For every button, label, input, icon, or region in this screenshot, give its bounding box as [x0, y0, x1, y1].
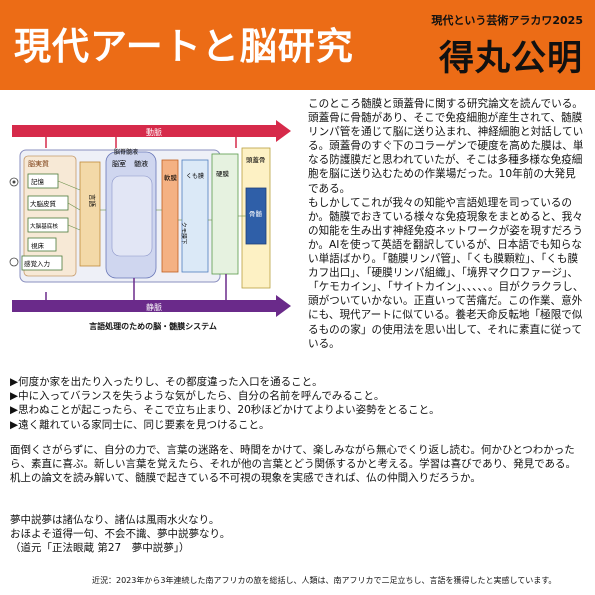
footer-note: 近況：2023年から3年連続した南アフリカの旅を総括し、人類は、南アフリカで二足… [92, 576, 557, 585]
zone-marrow: 骨髄 [249, 209, 263, 218]
intro-paragraph: 頭蓋骨に骨髄があり、そこで免疫細胞が産生されて、髄膜リンパ管を通じて脳に送り込ま… [308, 112, 584, 195]
zone-arachnoid: くも膜 [186, 172, 204, 180]
zone-subarachnoid-space: クモ膜下 [180, 222, 188, 245]
brain-meninges-diagram: 動脈 脳実質 記憶 大脳皮質 大脳基底核 視床 感覚入力 言語 脳室 髄液 脳脊… [6, 120, 302, 320]
list-item: ▶中に入ってバランスを失うような気がしたら、自分の名前を呼んでみること。 [10, 390, 385, 403]
lang-column [79, 161, 101, 267]
arachnoid-layer [181, 159, 209, 273]
quote-line: 夢中説夢は諸仏なり、諸仏は風雨水火なり。 [10, 514, 220, 526]
eye-icon [9, 177, 19, 187]
series-name: 現代という芸術アラカワ2025 [431, 14, 583, 27]
dogen-quote: 夢中説夢は諸仏なり、諸仏は風雨水火なり。 おほよそ道得一句、不会不識、夢中説夢な… [10, 513, 590, 556]
pia-layer [161, 159, 179, 273]
list-item: ▶遠く離れている家同士に、同じ要素を見つけること。 [10, 418, 270, 431]
intro-paragraph: もしかしてこれが我々の知能や言語処理を司っているのか。髄膜でおきている様々な免疫… [308, 196, 584, 350]
label-thal: 視床 [31, 241, 45, 250]
body-text: 面倒くさがらずに、自分の力で、言葉の迷路を、時間をかけて、楽しみながら無心でくり… [10, 443, 590, 486]
label-cortex: 大脳皮質 [30, 199, 57, 208]
instruction-list: ▶何度か家を出たり入ったりし、その都度違った入口を通ること。 ▶中に入ってバラン… [10, 375, 590, 432]
zone-brain: 脳実質 [28, 159, 49, 168]
artery-label: 動脈 [146, 127, 162, 137]
quote-line: おほよそ道得一句、不会不識、夢中説夢なり。 [10, 528, 231, 541]
dura-layer [211, 153, 239, 275]
header-banner: 現代アートと脳研究 現代という芸術アラカワ2025 得丸公明 [0, 0, 595, 90]
zone-ventricle: 髄液 [134, 159, 148, 168]
body-paragraph: 面倒くさがらずに、自分の力で、言葉の迷路を、時間をかけて、楽しみながら無心でくり… [10, 444, 577, 471]
zone-subarachnoid: 脳室 [112, 159, 126, 168]
label-lang: 言語 [88, 194, 97, 208]
label-bg: 大脳基底核 [30, 222, 58, 230]
label-sensory: 感覚入力 [24, 259, 50, 268]
vein-arrow: 静脈 [12, 295, 291, 317]
artery-arrow: 動脈 [12, 120, 291, 142]
quote-citation: （道元「正法眼蔵 第27 夢中説夢」） [10, 542, 190, 555]
sensory-box [21, 255, 63, 271]
article-title: 現代アートと脳研究 [14, 25, 354, 68]
label-memory: 記憶 [31, 177, 45, 186]
zone-pia: 軟膜 [164, 173, 178, 182]
list-item: ▶思わぬことが起こったら、そこで立ち止まり、20秒ほどかけてよりよい姿勢をとるこ… [10, 404, 440, 417]
thal-box [27, 237, 57, 252]
zone-skull: 頭蓋骨 [246, 155, 266, 164]
ear-icon [9, 257, 19, 267]
vein-label: 静脈 [146, 302, 162, 312]
body-paragraph: 机上の論文を読み解いて、髄膜で起きている不可視の現象を実感できれば、仏の仲間入り… [10, 472, 481, 485]
zone-dura: 硬膜 [216, 169, 230, 178]
diagram-svg: 動脈 脳実質 記憶 大脳皮質 大脳基底核 視床 感覚入力 言語 脳室 髄液 脳脊… [9, 120, 291, 317]
zone-csf: 脳脊髄液 [114, 148, 138, 156]
diagram-caption: 言語処理のための脳・髄膜システム [89, 322, 217, 331]
list-item: ▶何度か家を出たり入ったりし、その都度違った入口を通ること。 [10, 376, 323, 388]
author-name: 得丸公明 [438, 39, 583, 79]
intro-paragraph: このところ髄膜と頭蓋骨に関する研究論文を読んでいる。 [308, 98, 583, 110]
intro-text: このところ髄膜と頭蓋骨に関する研究論文を読んでいる。 頭蓋骨に骨髄があり、そこで… [308, 97, 586, 351]
